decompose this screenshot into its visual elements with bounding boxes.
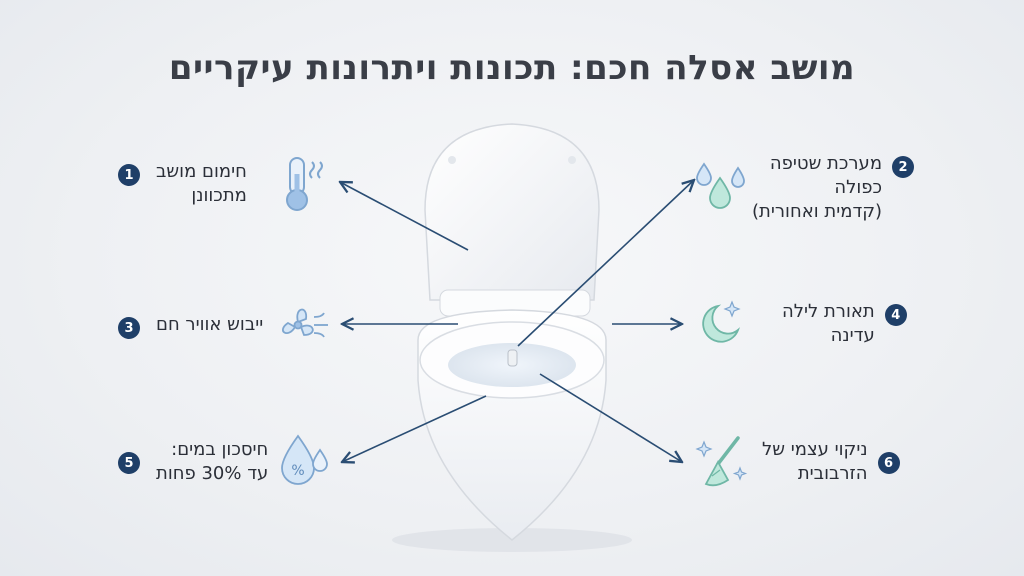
moon-star-icon (702, 300, 741, 343)
feature-self-cleaning: 6 ניקוי עצמי של הזרבובית (762, 438, 900, 486)
feature-text: ייבוש אוויר חם (156, 314, 264, 335)
feature-text: חימום מושב מתכוונן (156, 161, 247, 206)
feature-warm-air-dry: ייבוש אוויר חם 3 (118, 313, 263, 339)
arrow-water-saving (342, 395, 487, 462)
feature-text: תאורת לילה עדינה (782, 301, 875, 346)
arrow-dual-wash (517, 180, 694, 347)
feature-night-light: 4 תאורת לילה עדינה (782, 300, 907, 348)
feature-text: ניקוי עצמי של הזרבובית (762, 439, 868, 484)
svg-text:%: % (291, 463, 304, 479)
feature-number-badge: 5 (118, 452, 140, 474)
thermometer-icon (286, 157, 323, 211)
feature-number-badge: 1 (118, 164, 140, 186)
feature-number-badge: 6 (877, 452, 900, 474)
page-title: מושב אסלה חכם: תכונות ויתרונות עיקריים (168, 48, 856, 88)
feature-number-badge: 3 (118, 317, 140, 339)
feature-seat-heating: חימום מושב מתכוונן 1 (118, 160, 247, 208)
feature-dual-wash: 2 מערכת שטיפה כפולה (קדמית ואחורית) (752, 152, 915, 224)
feature-text: מערכת שטיפה כפולה (קדמית ואחורית) (752, 153, 883, 222)
water-percent-icon: % (281, 434, 328, 485)
feature-number-badge: 4 (884, 304, 907, 326)
feature-text: חיסכון במים: עד 30% פחות (156, 439, 269, 484)
bidet-nozzle (507, 349, 518, 367)
arrow-seat-heating (340, 182, 469, 251)
feature-water-saving: חיסכון במים: עד 30% פחות 5 (118, 438, 268, 486)
fan-icon (282, 308, 328, 338)
arrow-self-cleaning (539, 373, 682, 462)
water-drops-icon (696, 162, 745, 209)
feature-number-badge: 2 (892, 156, 915, 178)
toilet-lid (424, 123, 600, 301)
broom-sparkle-icon (695, 436, 748, 487)
